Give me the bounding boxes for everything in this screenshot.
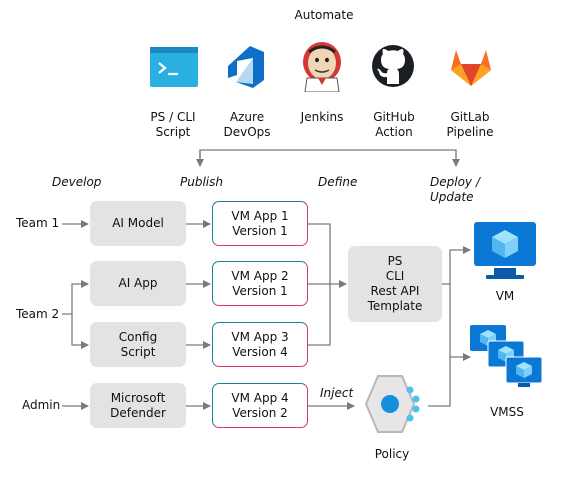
target-vmss-label: VMSS (490, 405, 524, 419)
actor-team2: Team 2 (16, 307, 60, 321)
stage-develop: Develop (52, 175, 102, 189)
source-ai-app: AI App (90, 261, 186, 306)
vm-icon (474, 222, 536, 279)
gitlab-icon (451, 50, 491, 86)
jenkins-icon (303, 42, 341, 92)
arrow-team2-aiapp (62, 280, 89, 315)
arrow-vm (442, 246, 471, 285)
arrow-team2-config (71, 314, 89, 349)
line-app3 (308, 284, 331, 346)
source-ai-model: AI Model (90, 201, 186, 246)
inject-label: Inject (320, 386, 354, 400)
target-vm-label: VM (495, 289, 515, 303)
automate-bracket-right (199, 149, 460, 167)
line-app1 (308, 223, 331, 284)
line-policy (428, 357, 451, 407)
arrow-vmss (449, 284, 471, 361)
github-icon (372, 45, 414, 87)
policy-icon (364, 375, 420, 433)
tool-label-jenkins: Jenkins (300, 110, 344, 124)
stage-publish: Publish (180, 175, 223, 189)
azure-devops-icon (228, 46, 264, 88)
stage-define: Define (318, 175, 358, 189)
vmss-icon (470, 325, 543, 387)
policy-label: Policy (374, 447, 410, 461)
stage-deploy-update: Deploy /Update (430, 175, 480, 204)
actor-admin: Admin (22, 398, 61, 412)
automate-title: Automate (294, 8, 354, 22)
actor-team1: Team 1 (16, 216, 60, 230)
terminal-icon (150, 47, 198, 87)
